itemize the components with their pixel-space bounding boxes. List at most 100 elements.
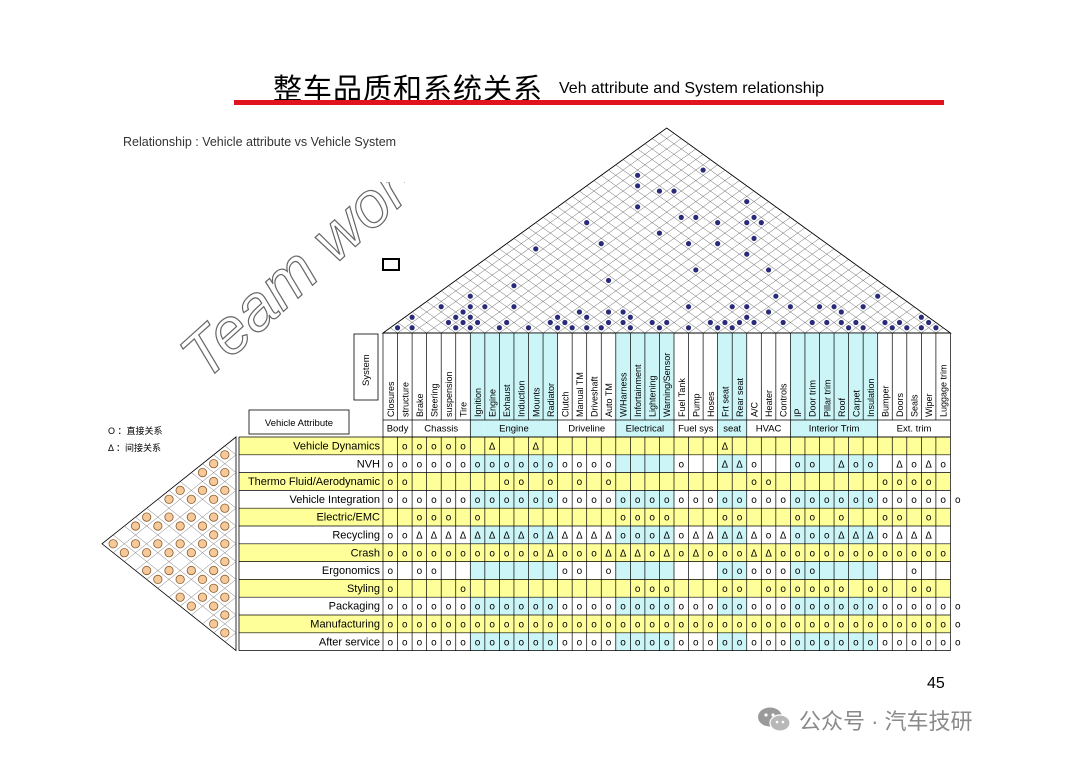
matrix-cell-bg [790,508,805,526]
relationship-mark: Δ [576,531,583,542]
matrix-cell-bg [746,561,762,580]
relationship-mark: o [955,495,961,506]
correlation-dot [496,325,502,331]
relationship-mark: o [577,602,583,613]
correlation-dot [562,319,568,326]
matrix-cell-bg [819,508,835,526]
matrix-cell-bg [470,526,485,544]
matrix-cell-bg [921,615,936,633]
roof-line [630,154,878,334]
relationship-mark: o [431,459,437,470]
matrix-cell-bg [848,526,864,544]
correlation-dot [656,188,663,194]
matrix-cell-bg [906,526,922,544]
system-header-label: structure [400,382,410,417]
relationship-mark: o [504,459,510,470]
relationship-mark: o [955,620,961,631]
matrix-cell-bg [543,437,558,455]
relationship-mark: o [446,442,452,453]
matrix-cell-bg [426,597,442,615]
relationship-mark: o [562,637,568,648]
left-lattice-line [146,508,237,580]
relationship-mark: o [416,442,422,453]
matrix-cell-bg [732,632,747,651]
correlation-dot [860,325,866,331]
roof-line [484,259,587,334]
relationship-mark: o [446,548,452,559]
relationship-mark: o [460,495,466,506]
matrix-cell-bg [572,490,587,509]
correlation-dot [715,220,721,226]
matrix-cell-bg [906,437,922,455]
matrix-cell-bg [659,615,674,633]
matrix-cell-bg [615,437,631,455]
matrix-cell-bg [688,579,704,598]
relationship-mark: o [518,620,524,631]
relationship-mark: o [766,637,772,648]
attribute-correlation-circle [142,512,152,522]
relationship-mark: o [620,495,626,506]
correlation-dot [715,241,721,247]
matrix-cell-bg [877,490,893,509]
matrix-cell-bg [775,526,791,544]
matrix-cell-bg [499,543,514,562]
matrix-cell-bg [790,615,805,633]
matrix-cell-bg [819,526,835,544]
matrix-cell-bg [892,543,907,562]
matrix-cell-bg [761,632,776,651]
relationship-mark: o [416,566,422,577]
roof-line [441,148,696,334]
matrix-cell-bg [499,490,514,509]
relationship-mark: o [780,584,786,595]
matrix-cell-bg [834,508,849,526]
correlation-dot [787,304,794,310]
relationship-mark: o [635,584,641,595]
system-header-label: A/C [750,401,760,417]
relationship-mark: o [911,637,917,648]
attribute-label: Styling [347,583,380,595]
correlation-dot [685,325,692,331]
correlation-dot [460,309,466,315]
matrix-cell-bg [615,526,631,544]
relationship-mark: o [940,637,946,648]
matrix-cell-bg [863,490,878,509]
attribute-label: After service [319,636,380,648]
matrix-cell-bg [528,579,544,598]
matrix-cell-bg [630,437,645,455]
relationship-mark: o [460,602,466,613]
relationship-mark: o [489,459,495,470]
matrix-cell-bg [877,579,893,598]
system-column-bg [717,333,733,437]
relationship-mark: o [824,620,830,631]
roof-line [462,274,544,334]
matrix-cell-bg [543,508,558,526]
relationship-mark: Δ [838,531,845,542]
matrix-cell-bg [601,508,616,526]
relationship-mark: o [868,548,874,559]
correlation-dot [896,319,903,326]
relationship-mark: o [387,602,393,613]
matrix-cell-bg [586,490,602,509]
matrix-cell-bg [630,579,645,598]
matrix-cell-bg [557,632,573,651]
matrix-cell-bg [717,490,733,509]
attribute-correlation-circle [164,494,174,504]
matrix-cell-bg [455,615,471,633]
relationship-mark: o [431,602,437,613]
roof-line [470,269,558,334]
matrix-cell-bg [557,579,573,598]
relationship-mark: o [402,531,408,542]
left-lattice-line [224,445,237,455]
relationship-mark: o [795,513,801,524]
relationship-mark: o [722,548,728,559]
matrix-cell-bg [484,561,500,580]
matrix-cell-bg [790,454,805,473]
matrix-cell-bg [863,632,878,651]
relationship-mark: Δ [925,531,932,542]
correlation-dot [656,325,663,331]
roof-line [564,201,747,334]
relationship-mark: o [678,637,684,648]
correlation-dot [809,319,815,326]
correlation-dot [693,267,699,273]
